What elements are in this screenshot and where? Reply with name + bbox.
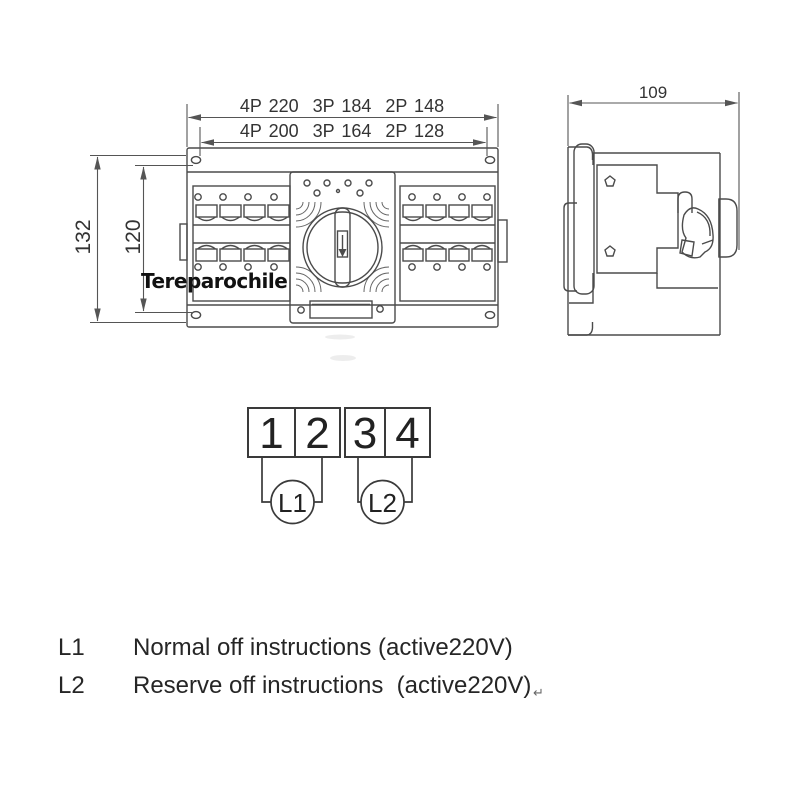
- panel-corner-hatching: [295, 201, 390, 293]
- side-inner-block: [596, 164, 679, 274]
- rotary-handle: [334, 207, 351, 288]
- mounting-hole: [484, 310, 496, 320]
- side-knob-mechanism: [681, 207, 714, 259]
- rail-tab-left: [179, 223, 188, 261]
- legend-key-l1: L1: [58, 634, 85, 661]
- terminal-number-1: 1: [259, 409, 284, 458]
- terminal-cell: [384, 407, 431, 458]
- output-circle-l1: [270, 479, 315, 525]
- paragraph-return-mark: ↵: [533, 685, 544, 700]
- output-label-l1: L1: [278, 488, 307, 518]
- legend-text-l1: Normal off instructions (active220V): [133, 634, 513, 661]
- print-smudges: [325, 334, 356, 361]
- side-view-drawing: [563, 143, 738, 336]
- dim-width-outer-label: 4P 220 3P 184 2P 148: [239, 96, 445, 116]
- terminal-cell: [294, 407, 341, 458]
- terminal-number-3: 3: [352, 409, 378, 458]
- rail-tab-right: [497, 219, 508, 263]
- legend-key-l2: L2: [58, 672, 85, 699]
- watermark-text: Tereparochile: [141, 269, 288, 293]
- side-knob-cap: [718, 198, 738, 258]
- legend-text-l2: Reserve off instructions (active220V): [133, 672, 532, 699]
- side-view-dimensions: [567, 92, 740, 250]
- terminal-block-drawing: [247, 407, 431, 525]
- front-view-drawing: [179, 147, 508, 361]
- handle-arrow: [338, 249, 347, 257]
- output-circle-l2: [360, 479, 405, 525]
- clip-lever: [563, 202, 577, 292]
- output-label-l2: L2: [368, 488, 397, 518]
- mounting-hole: [190, 155, 202, 165]
- breaker-section-left: [192, 185, 291, 302]
- dim-height-outer-label: 132: [72, 219, 95, 255]
- breaker-section-right: [399, 185, 496, 302]
- mounting-hole: [190, 310, 202, 320]
- output-wiring: [261, 457, 413, 525]
- side-front-module: [573, 143, 595, 295]
- mounting-hole: [484, 155, 496, 165]
- dim-depth-label: 109: [638, 83, 668, 102]
- nameplate: [309, 300, 373, 319]
- rotary-dial-inner: [306, 211, 379, 284]
- terminal-number-2: 2: [305, 409, 330, 458]
- terminal-number-4: 4: [395, 409, 420, 458]
- dim-width-inner-label: 4P 200 3P 164 2P 128: [239, 121, 445, 141]
- rotary-switch-panel: [289, 171, 396, 324]
- dim-height-inner-label: 120: [122, 219, 145, 255]
- front-view-dimensions: [90, 104, 499, 324]
